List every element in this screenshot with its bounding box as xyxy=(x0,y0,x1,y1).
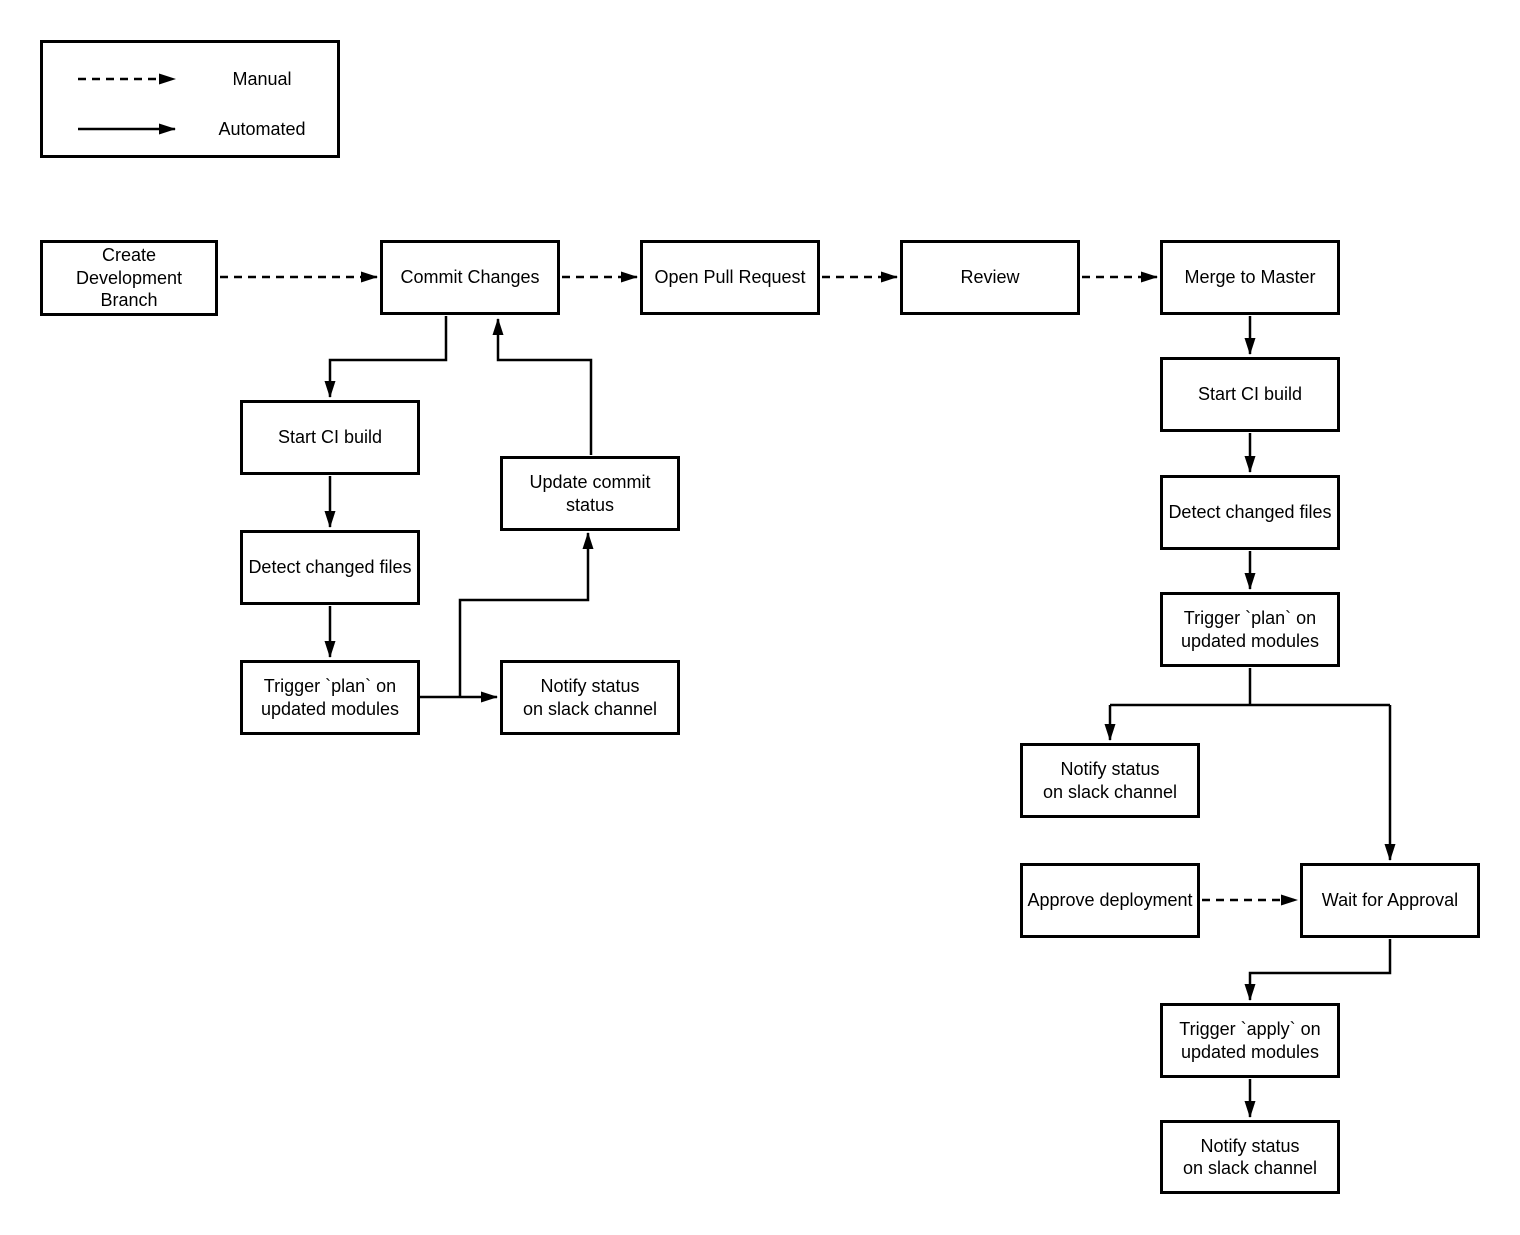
node-wait-for-approval: Wait for Approval xyxy=(1300,863,1480,938)
node-trigger-apply-master: Trigger `apply` on updated modules xyxy=(1160,1003,1340,1078)
node-start-ci-build-master: Start CI build xyxy=(1160,357,1340,432)
node-update-commit-status: Update commit status xyxy=(500,456,680,531)
node-notify-status-plan-master: Notify status on slack channel xyxy=(1020,743,1200,818)
node-approve-deployment: Approve deployment xyxy=(1020,863,1200,938)
node-detect-changed-files-feature: Detect changed files xyxy=(240,530,420,605)
node-merge-to-master: Merge to Master xyxy=(1160,240,1340,315)
node-trigger-plan-master: Trigger `plan` on updated modules xyxy=(1160,592,1340,667)
connector-plan-to-updatecommit xyxy=(458,532,594,697)
node-review: Review xyxy=(900,240,1080,315)
connector-commit-to-startci-feature xyxy=(324,316,448,398)
node-create-development-branch: Create Development Branch xyxy=(40,240,218,316)
legend-label-automated: Automated xyxy=(218,118,306,139)
node-trigger-plan-feature: Trigger `plan` on updated modules xyxy=(240,660,420,735)
legend-label-manual: Manual xyxy=(232,68,292,89)
connector-wait-to-apply xyxy=(1244,939,1392,1001)
node-open-pull-request: Open Pull Request xyxy=(640,240,820,315)
node-detect-changed-files-master: Detect changed files xyxy=(1160,475,1340,550)
node-notify-status-feature: Notify status on slack channel xyxy=(500,660,680,735)
legend-box xyxy=(40,40,340,158)
node-notify-status-apply-master: Notify status on slack channel xyxy=(1160,1120,1340,1194)
node-start-ci-build-feature: Start CI build xyxy=(240,400,420,475)
connector-updatecommit-to-commit xyxy=(492,318,593,455)
node-commit-changes: Commit Changes xyxy=(380,240,560,315)
